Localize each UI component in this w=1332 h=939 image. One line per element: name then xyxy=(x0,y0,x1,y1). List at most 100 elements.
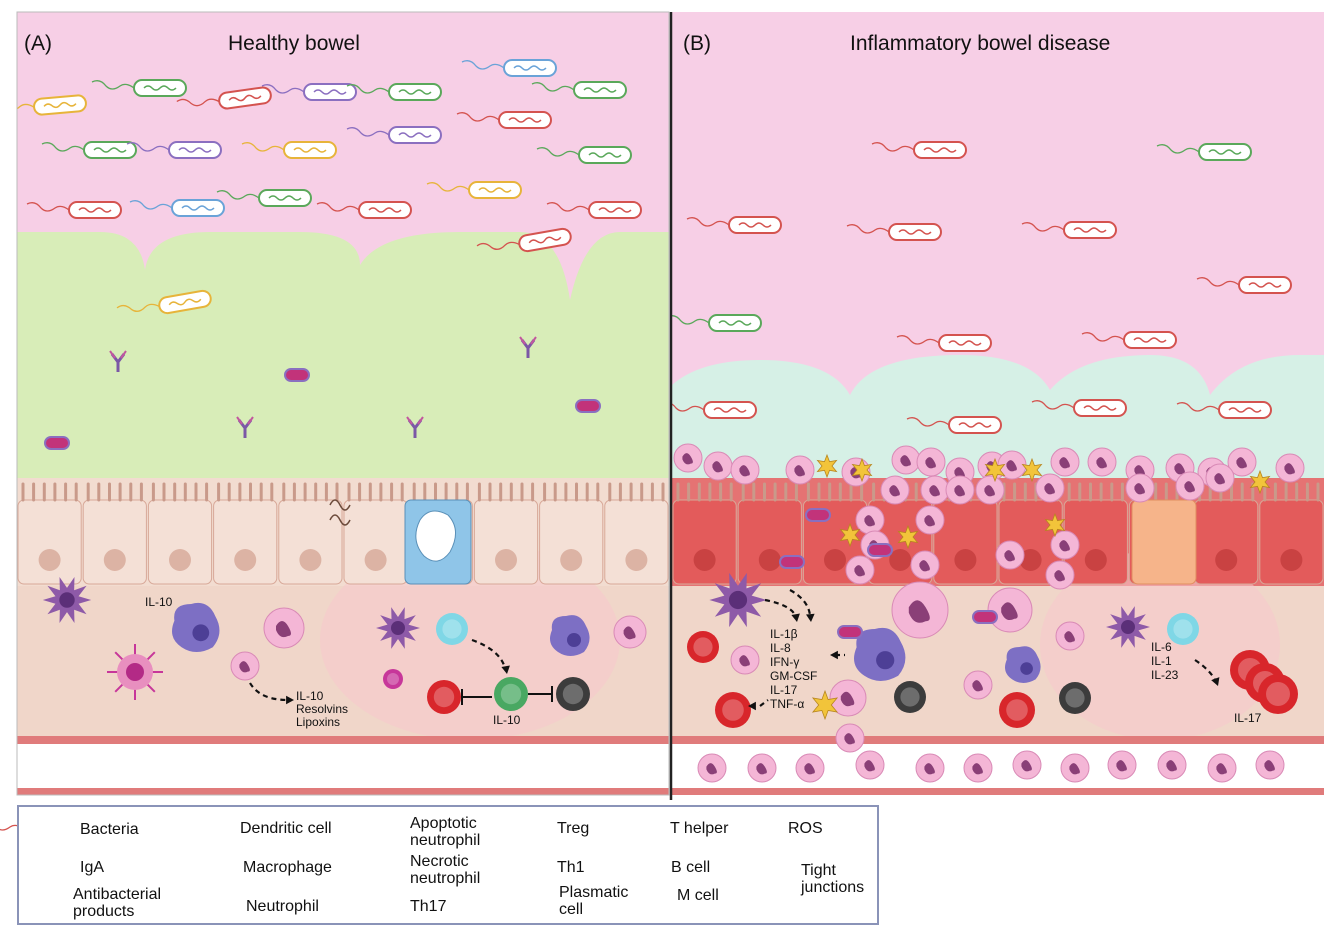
b-cell-highlight xyxy=(387,673,399,685)
bacterium-flagellum xyxy=(41,142,85,152)
neutrophil-nucleus xyxy=(239,661,250,673)
ros-star xyxy=(1249,469,1271,495)
th1-cell xyxy=(894,681,926,713)
epithelial-nucleus xyxy=(1215,549,1238,571)
microvilli xyxy=(21,482,78,502)
iga-antibody xyxy=(519,336,537,358)
legend-label-mcell: M cell xyxy=(677,887,719,904)
bacterium-dna xyxy=(738,222,772,228)
macrophage-nucleus xyxy=(1020,662,1033,675)
neutrophil xyxy=(835,723,865,753)
bacterium xyxy=(346,83,442,101)
label-il17: IL-17 xyxy=(1234,711,1262,725)
microvilli xyxy=(543,482,600,502)
bacterium-flagellum xyxy=(461,60,505,70)
neutrophil-nucleus xyxy=(682,453,693,465)
neutrophil xyxy=(975,475,1005,505)
arrow-path xyxy=(471,638,507,669)
bacterium-flagellum xyxy=(241,142,285,152)
neutrophil xyxy=(916,447,946,477)
iga-tips xyxy=(519,336,537,345)
microvilli xyxy=(86,482,143,502)
neutrophil xyxy=(855,750,885,780)
label-cytokine-1: IL-8 xyxy=(770,641,791,655)
panel-b-artwork xyxy=(672,12,1324,795)
th17-cell-body xyxy=(715,692,751,728)
neutrophil xyxy=(1125,473,1155,503)
label-lipoxins: Lipoxins xyxy=(296,715,341,729)
th17-cell-body xyxy=(999,692,1035,728)
neutrophil-nucleus xyxy=(712,461,723,473)
bacterium-flagellum xyxy=(672,315,710,325)
legend-label-antibacterial-1: Antibacterial xyxy=(73,886,162,903)
epithelial-cell-body xyxy=(539,499,604,585)
t-helper-cell xyxy=(436,613,468,645)
epithelial-nucleus xyxy=(625,549,648,571)
th1-cell xyxy=(556,677,590,711)
epithelial-nucleus xyxy=(889,549,912,571)
neutrophil xyxy=(845,555,875,585)
neutrophil xyxy=(730,645,760,675)
neutrophil-nucleus xyxy=(1236,457,1247,469)
legend-label-tight-1: Tight xyxy=(801,862,836,879)
epithelial-cell xyxy=(278,482,343,585)
neutrophil xyxy=(673,443,703,473)
neutrophil xyxy=(1055,621,1085,651)
bacterium-flagellum xyxy=(476,241,520,250)
bacterium-dna xyxy=(513,65,547,71)
th17-cell xyxy=(1258,674,1298,714)
bacterium xyxy=(896,334,992,352)
bacterium-flagellum xyxy=(1021,222,1065,232)
bacterium xyxy=(216,189,312,207)
microvilli xyxy=(1067,482,1124,502)
basement-band-ibd xyxy=(672,736,1324,744)
neutrophil-nucleus xyxy=(1059,457,1070,469)
epithelial-cell-body xyxy=(604,499,669,585)
label-th-cytokine-2: IL-23 xyxy=(1151,668,1179,682)
bacterium xyxy=(546,201,642,219)
neutrophil xyxy=(1060,753,1090,783)
arrow-path xyxy=(789,589,812,616)
neutrophil-nucleus xyxy=(929,485,940,497)
neutrophil-nucleus xyxy=(854,565,865,577)
legend-label-bacteria: Bacteria xyxy=(80,821,139,838)
neutrophil-nucleus xyxy=(844,733,855,745)
bacterium-dna xyxy=(1208,149,1242,155)
label-cytokine-0: IL-1β xyxy=(770,627,798,641)
bacterium-flagellum xyxy=(116,303,160,312)
bacterium-flagellum xyxy=(846,224,890,234)
neutrophil xyxy=(1035,473,1065,503)
neutrophil xyxy=(1157,750,1187,780)
neutrophil-nucleus xyxy=(1166,760,1177,772)
epithelial-nucleus xyxy=(169,549,191,571)
neutrophil xyxy=(915,753,945,783)
lymphoid-follicle-ibd xyxy=(1040,550,1280,740)
th17-cell xyxy=(715,692,751,728)
bacterium xyxy=(26,201,122,219)
neutrophil-nucleus xyxy=(1006,460,1017,472)
neutrophil-nucleus xyxy=(1021,760,1032,772)
epithelial-cell xyxy=(539,482,604,585)
panel-b-tag: (B) xyxy=(683,32,711,55)
neutrophil-nucleus xyxy=(1264,760,1275,772)
t-helper-cell-highlight xyxy=(442,619,462,639)
arrow-head xyxy=(1211,677,1220,686)
neutrophil-nucleus xyxy=(1059,540,1070,552)
neutrophil xyxy=(987,587,1033,633)
bacterium-dna xyxy=(168,298,202,306)
bacterium-flagellum xyxy=(129,200,173,210)
epithelial-cell-body xyxy=(1259,499,1324,585)
macrophage xyxy=(550,615,590,656)
dendritic-nucleus xyxy=(391,621,405,635)
antibacterial-product xyxy=(779,555,805,569)
neutrophil-nucleus xyxy=(1001,602,1018,621)
label-resolvins: Resolvins xyxy=(296,702,349,716)
legend-label-tight-2: junctions xyxy=(801,879,865,896)
epithelial-cell-body xyxy=(147,499,213,585)
th1-cell-body xyxy=(1059,682,1091,714)
neutrophil-nucleus xyxy=(1216,763,1227,775)
bacterium-dna xyxy=(1133,337,1167,343)
arrow-path xyxy=(759,699,769,707)
microvilli xyxy=(1263,482,1320,502)
